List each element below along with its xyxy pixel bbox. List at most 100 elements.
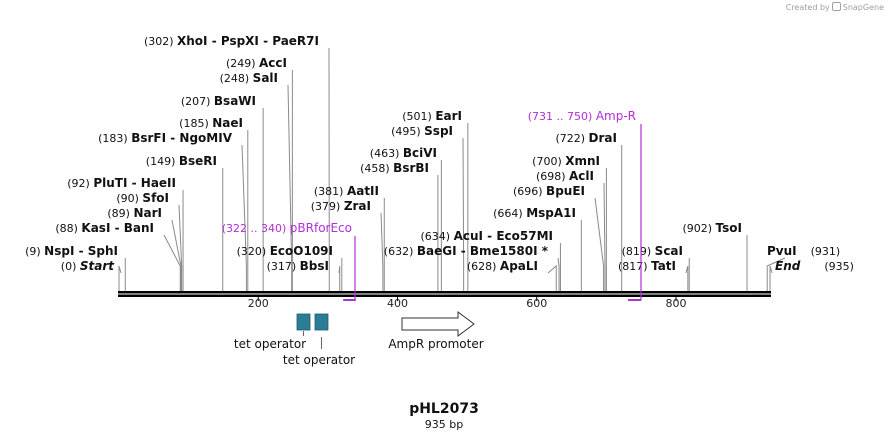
site-position: (320) — [237, 245, 270, 258]
site-name: ZraI — [344, 199, 371, 213]
site-name: TatI — [651, 259, 676, 273]
site-name: SspI — [424, 124, 453, 138]
site-label-drai: (722) DraI — [555, 131, 617, 145]
tet-operator-2-feature — [314, 313, 329, 331]
site-label-sfoi: (90) SfoI — [116, 191, 169, 205]
site-position: (935) — [824, 260, 854, 273]
site-position: (495) — [391, 125, 424, 138]
site-label-acli: (698) AclI — [536, 169, 594, 183]
site-position: (931) — [811, 245, 841, 258]
snapgene-logo-icon — [831, 2, 841, 11]
site-name: BbsI — [300, 259, 329, 273]
site-name: TsoI — [716, 221, 742, 235]
site-position: (463) — [370, 147, 403, 160]
site-position: (458) — [360, 162, 393, 175]
ampr-promoter-arrow — [401, 311, 475, 337]
site-name: BsrBI — [393, 161, 429, 175]
site-leader-line-pvui — [766, 257, 786, 291]
site-name: MspA1I — [526, 206, 576, 220]
site-position: (92) — [67, 177, 93, 190]
site-label-aatii: (381) AatII — [314, 184, 379, 198]
site-name: AatII — [347, 184, 379, 198]
site-label-bpuei: (696) BpuEI — [513, 184, 585, 198]
site-position: (89) — [107, 207, 133, 220]
site-name: NaeI — [212, 116, 243, 130]
site-name: PluTI - HaeII — [93, 176, 176, 190]
tet-operator-1-label: tet operator — [234, 337, 306, 351]
site-position: (664) — [493, 207, 526, 220]
site-leader-line-sspi — [462, 137, 465, 291]
site-leader-line-acli — [603, 182, 606, 291]
site-position: (628) — [467, 260, 500, 273]
primer-range: (731 .. 750) — [528, 110, 596, 123]
site-label-bsawi: (207) BsaWI — [181, 94, 256, 108]
site-label-zrai: (379) ZraI — [311, 199, 371, 213]
plasmid-size: 935 bp — [424, 418, 464, 431]
site-position: (249) — [226, 57, 259, 70]
site-label-sali: (248) SalI — [220, 71, 278, 85]
site-name: BseRI — [179, 154, 217, 168]
site-leader-line-kasi-bani — [163, 234, 181, 291]
site-label-kasi-bani: (88) KasI - BanI — [55, 221, 154, 235]
site-label-naei: (185) NaeI — [179, 116, 243, 130]
site-leader-line-end — [769, 265, 773, 291]
site-label-eari: (501) EarI — [402, 109, 462, 123]
site-position: (207) — [181, 95, 214, 108]
site-label-nspi-sphi: (9) NspI - SphI — [25, 244, 118, 258]
site-position: (9) — [25, 245, 44, 258]
primer-name: pBRforEco — [290, 221, 352, 235]
site-name: SfoI — [142, 191, 169, 205]
site-name: AccI — [259, 56, 287, 70]
site-label-ecoo109i: (320) EcoO109I — [237, 244, 333, 258]
site-label-mspa1i: (664) MspA1I — [493, 206, 576, 220]
site-leader-line-baegi-bme1580i — [557, 257, 560, 291]
primer-label-pbrforeco: (322 .. 340) pBRforEco — [222, 221, 352, 235]
site-label-tati: (817) TatI — [618, 259, 676, 273]
site-label-pvui: PvuI(931) — [767, 244, 840, 258]
site-label-bsrfi-ngomiv: (183) BsrFI - NgoMIV — [98, 131, 233, 145]
dna-strand-bottom — [118, 294, 771, 297]
primers: (322 .. 340) pBRforEco(731 .. 750) Amp-R — [222, 109, 642, 301]
site-leader-line-sfoi — [178, 204, 183, 291]
site-name: Start — [80, 259, 115, 273]
site-leader-line-start — [118, 265, 122, 291]
site-position: (248) — [220, 72, 253, 85]
site-name: BciVI — [403, 146, 437, 160]
site-position: (819) — [622, 245, 655, 258]
site-label-xmni: (700) XmnI — [532, 154, 600, 168]
site-name: End — [775, 259, 801, 273]
site-position: (185) — [179, 117, 212, 130]
site-position: (634) — [421, 230, 454, 243]
ruler-tick-label: 800 — [666, 297, 687, 310]
site-name: AclI — [569, 169, 594, 183]
ampr-promoter-label: AmpR promoter — [388, 337, 483, 351]
site-position: (381) — [314, 185, 347, 198]
site-name: XmnI — [565, 154, 600, 168]
site-label-sspi: (495) SspI — [391, 124, 453, 138]
site-name: NarI — [133, 206, 162, 220]
site-leader-line-apali — [547, 264, 557, 291]
site-name: EarI — [435, 109, 462, 123]
site-leader-line-bbsi — [338, 265, 341, 291]
site-label-acui-eco57mi: (634) AcuI - Eco57MI — [421, 229, 553, 243]
site-position: (379) — [311, 200, 344, 213]
site-label-acci: (249) AccI — [226, 56, 287, 70]
site-position: (722) — [555, 132, 588, 145]
site-position: (0) — [61, 260, 80, 273]
site-labels: (0) Start(9) NspI - SphI (88) KasI - BanI… — [25, 34, 854, 273]
site-name: BsrFI - NgoMIV — [131, 131, 232, 145]
site-position: (817) — [618, 260, 651, 273]
site-label-baegi-bme1580i: (632) BaeGI - Bme1580I * — [384, 244, 549, 258]
site-name: ApaLI — [500, 259, 538, 273]
plasmid-name: pHL2073 — [409, 401, 479, 417]
site-label-bcivi: (463) BciVI — [370, 146, 437, 160]
site-name: BpuEI — [546, 184, 585, 198]
site-position: (700) — [532, 155, 565, 168]
site-label-xhoi-pspxi-paer7i: (302) XhoI - PspXI - PaeR7I — [144, 34, 319, 48]
dna-backbone — [118, 291, 771, 297]
site-name: KasI - BanI — [81, 221, 154, 235]
site-position: (696) — [513, 185, 546, 198]
